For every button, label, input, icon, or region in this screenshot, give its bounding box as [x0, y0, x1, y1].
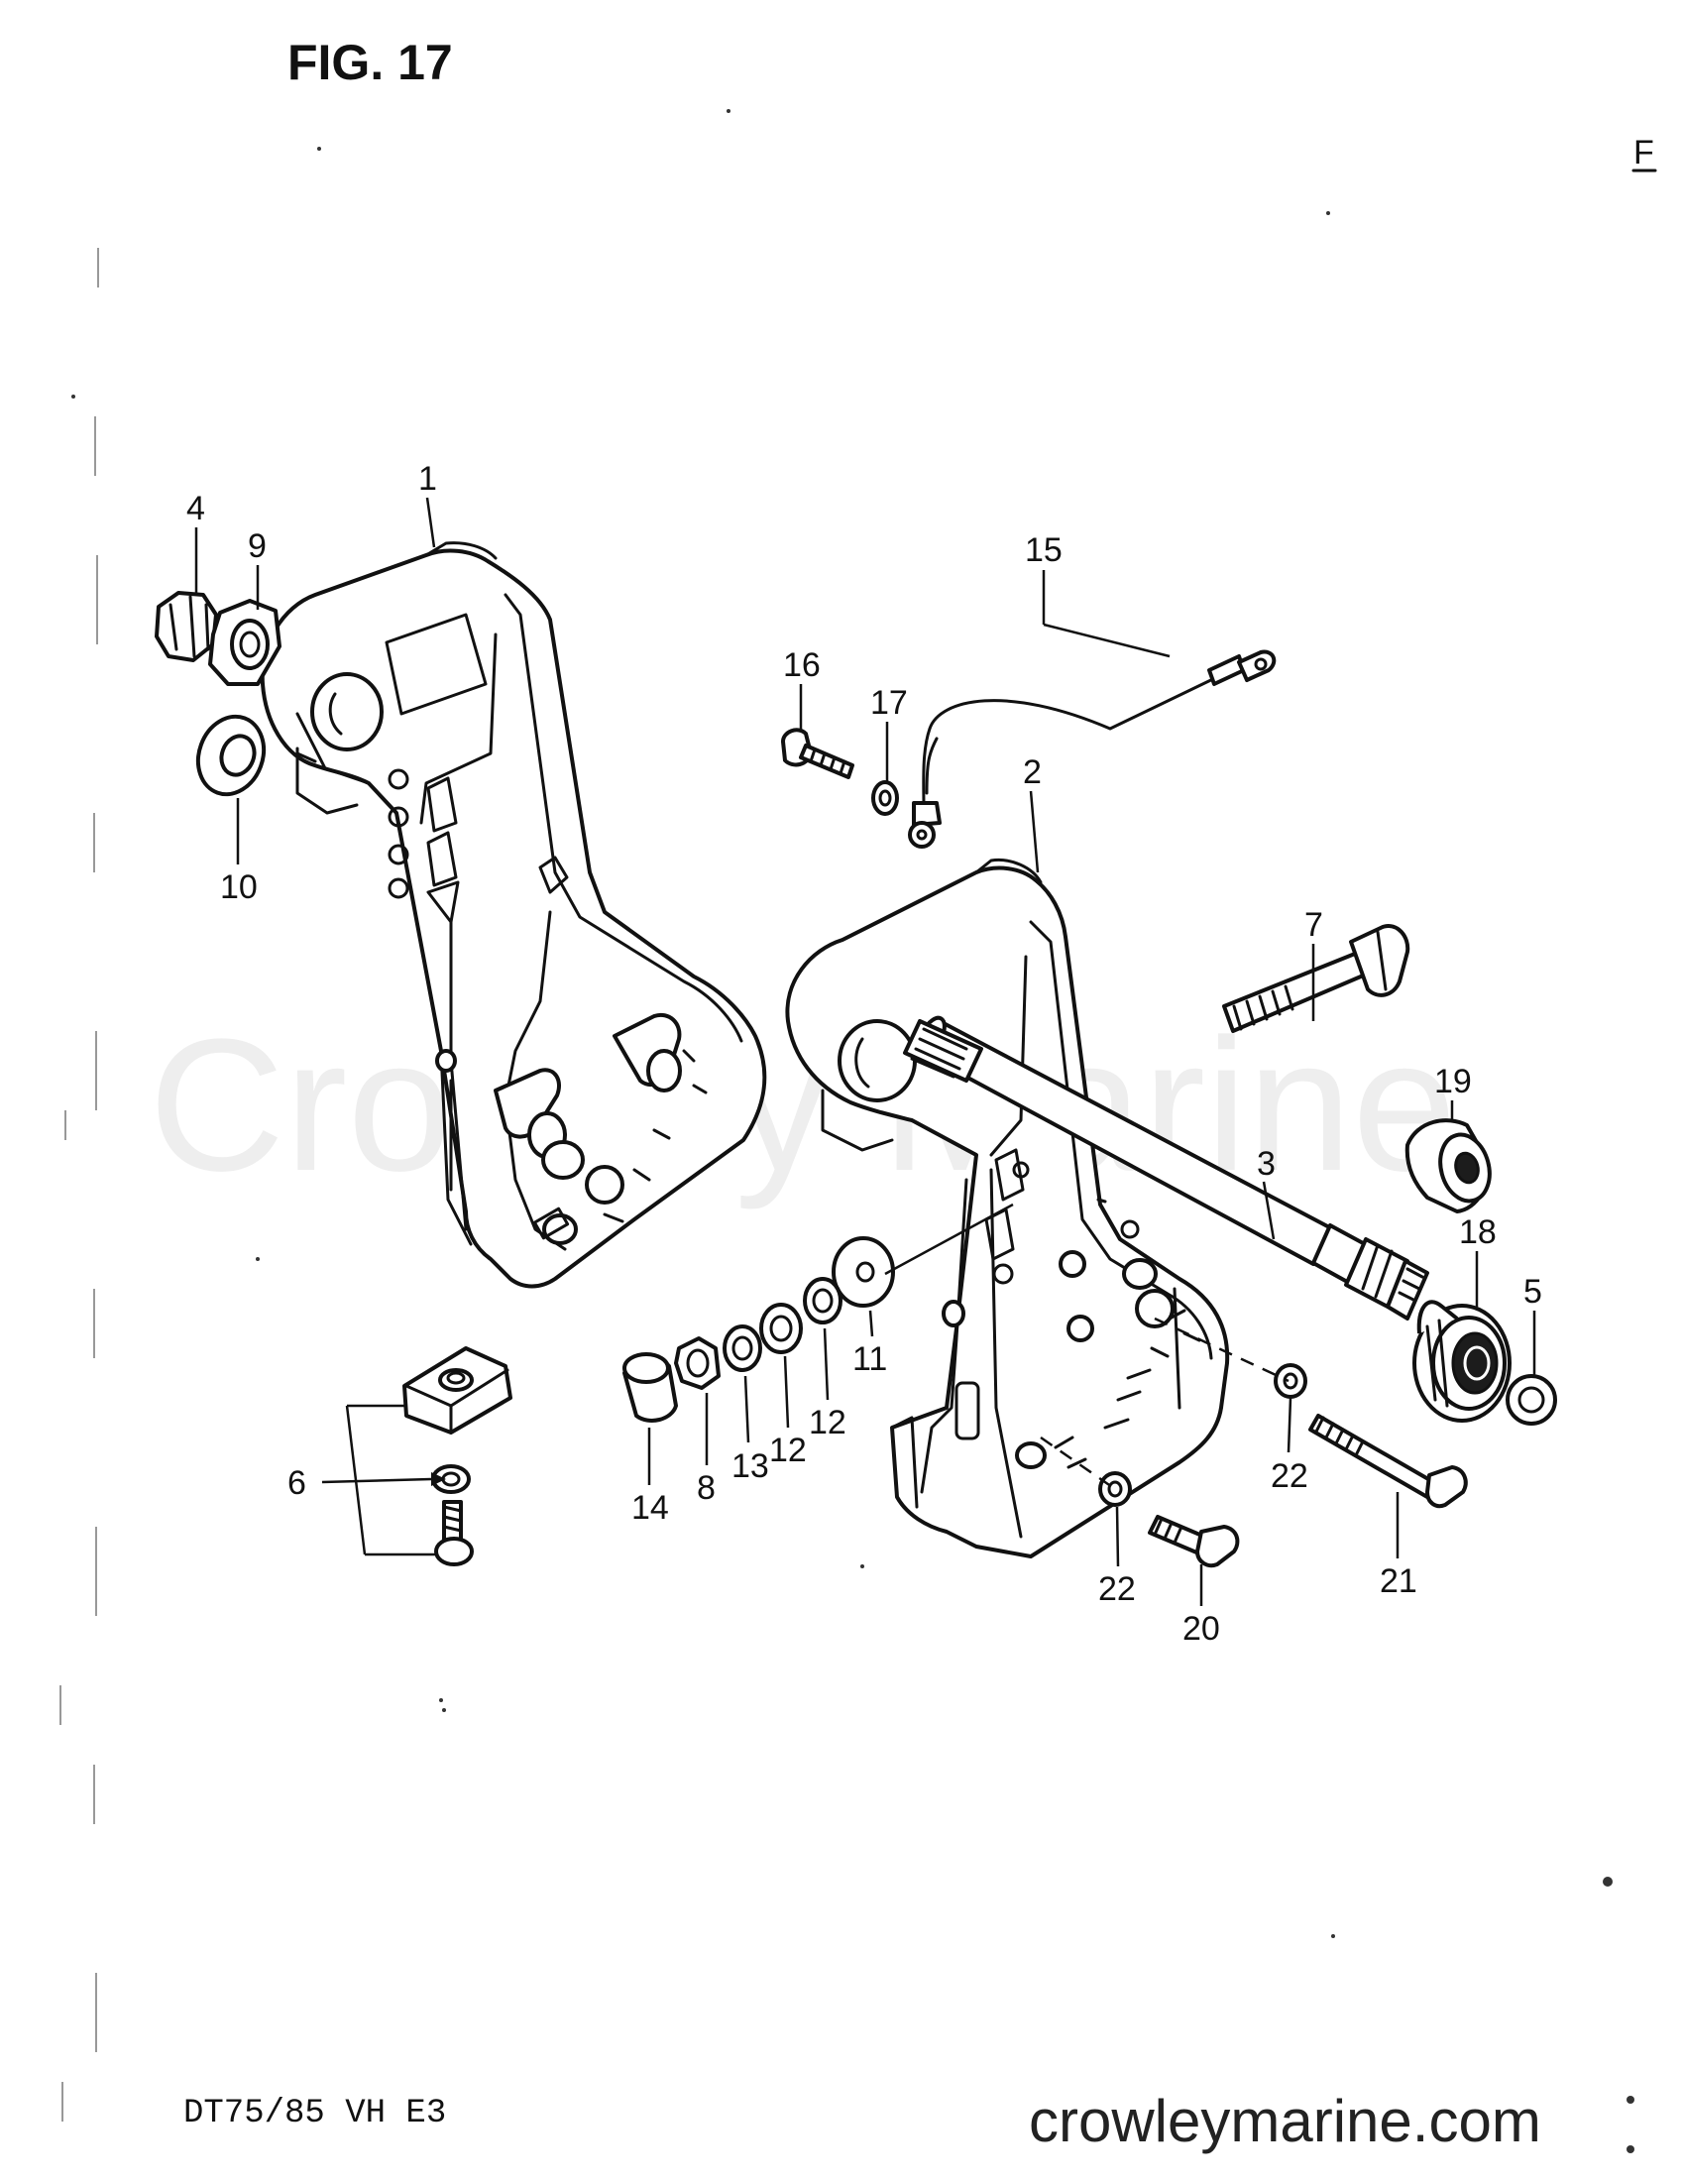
- site-url: crowleymarine.com: [1029, 2088, 1541, 2154]
- cap-14: [622, 1352, 678, 1423]
- nut-4: [155, 591, 218, 662]
- clamp-plate-6: [402, 1346, 512, 1435]
- edge-letter: F: [1633, 134, 1654, 172]
- bushing-19: [1404, 1118, 1492, 1213]
- washer-12-a: [759, 1303, 803, 1354]
- callout-10: 10: [220, 868, 258, 906]
- callout-17: 17: [870, 684, 908, 722]
- bolt-20: [1148, 1515, 1240, 1568]
- screw-6: [434, 1500, 474, 1566]
- screw-16: [781, 728, 854, 779]
- clamp-bracket-left: [260, 541, 767, 1289]
- callout-5: 5: [1523, 1273, 1542, 1311]
- callout-12-b: 12: [809, 1404, 846, 1441]
- washer-22-a: [1274, 1363, 1307, 1399]
- callout-3: 3: [1257, 1145, 1276, 1183]
- callout-20: 20: [1182, 1610, 1220, 1648]
- callout-1: 1: [418, 460, 437, 498]
- callout-15: 15: [1025, 531, 1063, 569]
- callout-16: 16: [783, 646, 821, 684]
- callout-11: 11: [852, 1340, 887, 1378]
- model-code: DT75/85 VH E3: [183, 2095, 446, 2132]
- clamp-bracket-right: [785, 858, 1230, 1558]
- washer-10: [195, 714, 267, 797]
- scan-specks: [71, 109, 1634, 2153]
- lock-washer-6: [431, 1464, 471, 1494]
- callout-19: 19: [1434, 1063, 1472, 1100]
- nut-8: [674, 1336, 721, 1390]
- left-edge-noise: [59, 248, 99, 2122]
- callout-9: 9: [248, 527, 267, 565]
- ground-wire-15: [908, 649, 1277, 849]
- callout-14: 14: [631, 1489, 669, 1527]
- callout-21: 21: [1380, 1562, 1417, 1600]
- washer-12-b: [803, 1277, 842, 1324]
- callout-18: 18: [1459, 1213, 1497, 1251]
- figure-title: FIG. 17: [287, 35, 453, 90]
- callout-8: 8: [697, 1469, 716, 1507]
- washer-5: [1506, 1374, 1557, 1426]
- washer-13: [723, 1324, 762, 1372]
- callout-6: 6: [287, 1464, 306, 1502]
- tilt-tube: [903, 1015, 1429, 1321]
- callout-22-a: 22: [1271, 1457, 1308, 1495]
- callout-12-a: 12: [769, 1432, 807, 1469]
- bolt-21: [1308, 1414, 1468, 1509]
- washer-11: [832, 1236, 895, 1308]
- callout-2: 2: [1023, 753, 1042, 791]
- callout-4: 4: [186, 490, 205, 527]
- leader-lines: [194, 497, 1536, 1606]
- washer-22-b: [1098, 1471, 1132, 1507]
- lock-washer-17: [871, 780, 899, 816]
- callout-labels: 1 2 3 4 5 6 7 8 9 10 11 12 12 13 14 15 1…: [186, 460, 1542, 1648]
- callout-22-b: 22: [1098, 1570, 1136, 1608]
- callout-7: 7: [1304, 906, 1323, 944]
- nut-9: [208, 599, 281, 686]
- bolt-7: [1222, 924, 1410, 1033]
- bushing-18: [1412, 1300, 1512, 1423]
- callout-13: 13: [731, 1447, 769, 1485]
